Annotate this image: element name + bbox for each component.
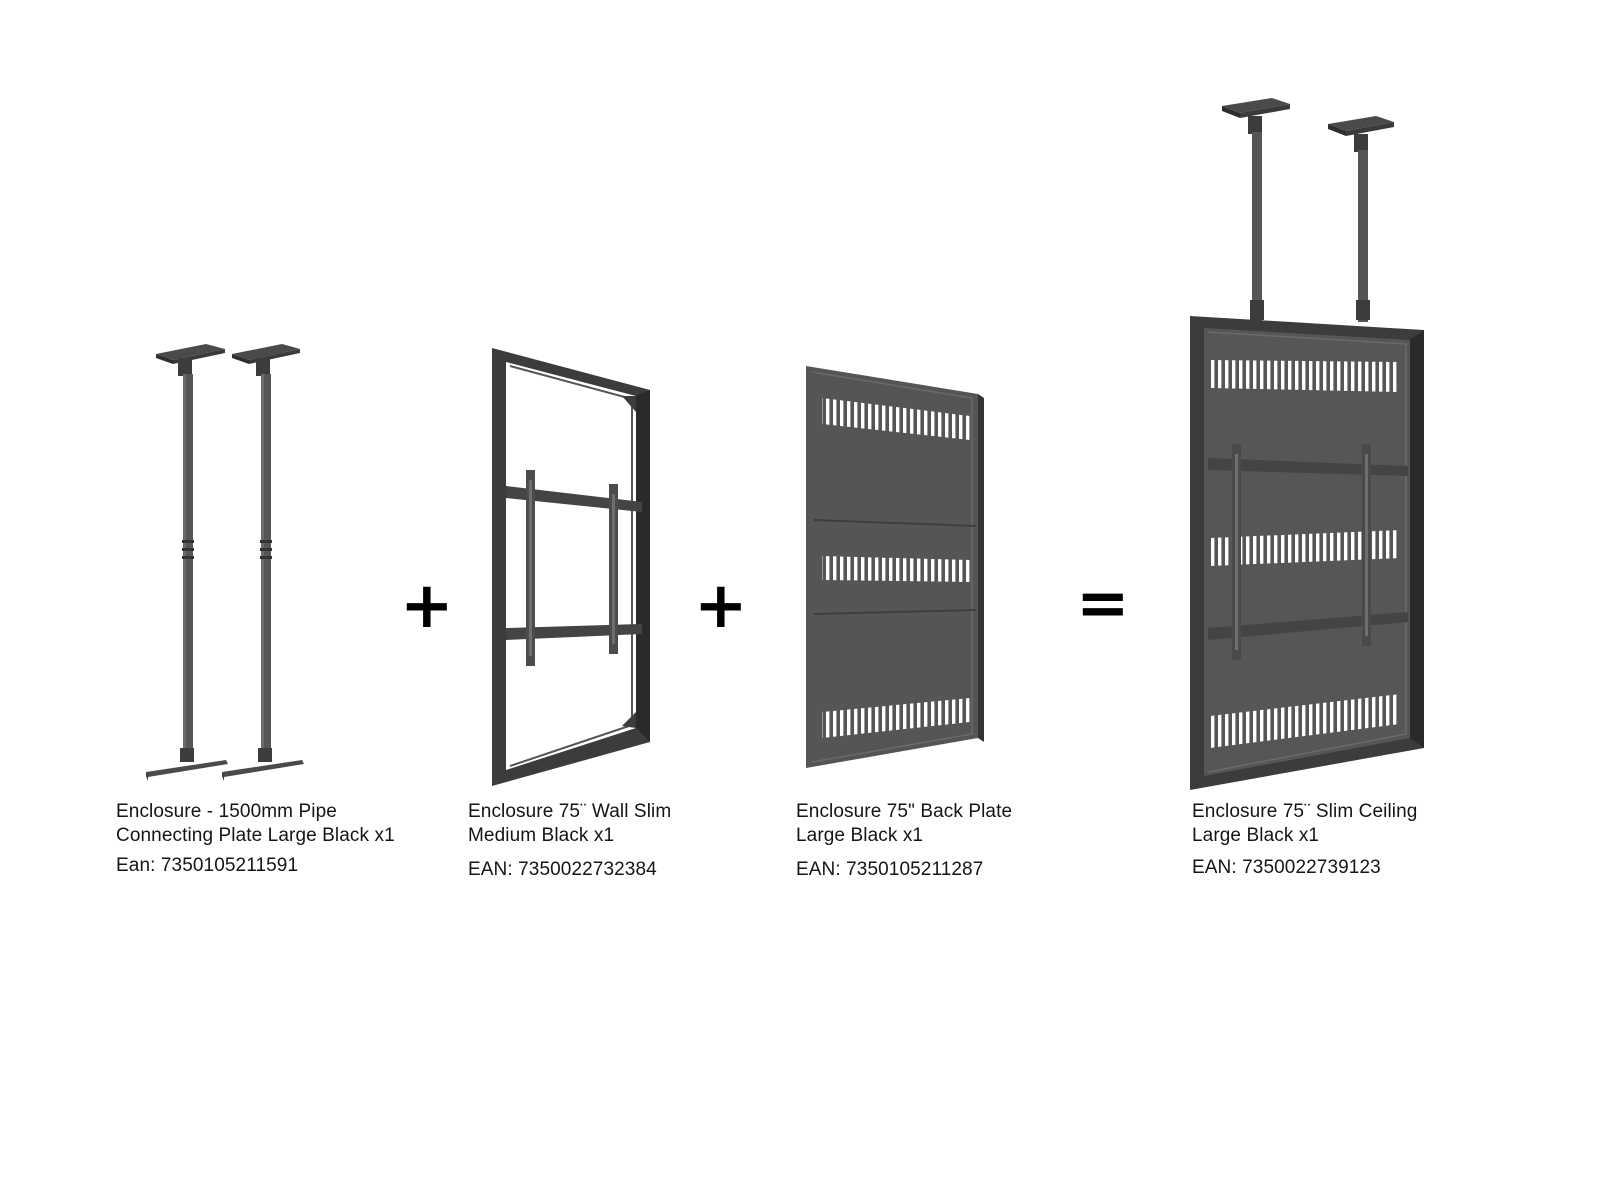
product-caption-wall-slim: Enclosure 75¨ Wall Slim Medium Black x1 … (468, 800, 671, 882)
ceiling-enclosure-icon (1190, 98, 1424, 790)
product-title-line: Enclosure 75" Back Plate (796, 801, 1013, 822)
equals-sign: = (1076, 567, 1130, 641)
product-title-line: Large Black x1 (796, 825, 924, 846)
product-title-line: Medium Black x1 (468, 825, 615, 846)
product-ean: EAN: 7350022739123 (1192, 857, 1381, 878)
wall-frame-icon (492, 348, 650, 786)
product-ean: EAN: 7350105211287 (796, 859, 984, 880)
product-title-line: Large Black x1 (1192, 825, 1320, 846)
plus-sign-2: + (694, 569, 748, 643)
product-title-line: Enclosure 75¨ Slim Ceiling (1192, 801, 1418, 822)
back-plate-icon (806, 366, 984, 768)
product-ean: EAN: 7350022732384 (468, 859, 657, 880)
product-caption-slim-ceiling: Enclosure 75¨ Slim Ceiling Large Black x… (1192, 800, 1417, 880)
ceiling-pipe-pair-icon (146, 344, 304, 781)
plus-sign-1: + (400, 569, 454, 643)
pipe-left (146, 344, 228, 781)
product-caption-pipe: Enclosure - 1500mm Pipe Connecting Plate… (116, 800, 395, 878)
product-title-line: Enclosure - 1500mm Pipe (116, 801, 337, 822)
product-ean: Ean: 7350105211591 (116, 855, 299, 876)
product-title-line: Enclosure 75¨ Wall Slim (468, 801, 672, 822)
product-caption-back-plate: Enclosure 75" Back Plate Large Black x1 … (796, 800, 1012, 882)
pipe-right (222, 344, 304, 781)
product-title-line: Connecting Plate Large Black x1 (116, 825, 395, 846)
